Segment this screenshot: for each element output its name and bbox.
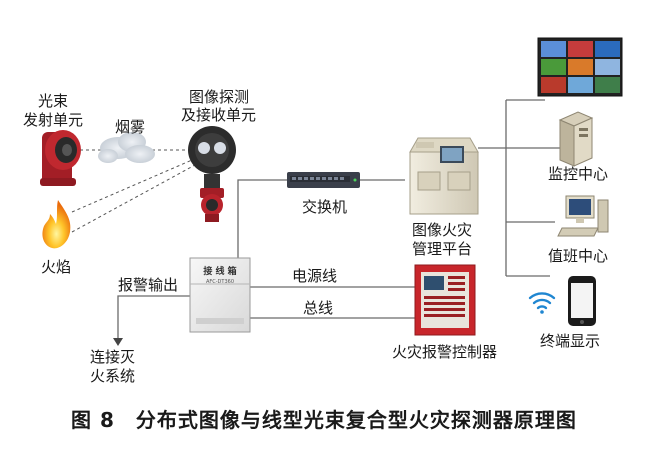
- connection-lines: [113, 99, 560, 346]
- image-detector-label-line1: 图像探测: [189, 88, 250, 106]
- alarm-output-line: [117, 295, 190, 342]
- smoke-cloud: [98, 132, 155, 163]
- linkage-system-label-line2: 火系统: [90, 367, 136, 385]
- alarm-output-label: 报警输出: [118, 276, 179, 294]
- junction-box-device: 接 线 箱 AFC-DT360: [189, 257, 251, 333]
- platform-label-line2: 管理平台: [412, 240, 473, 258]
- wifi-icon: [528, 292, 556, 314]
- network-switch-device: [287, 172, 360, 188]
- flame-label: 火焰: [41, 258, 72, 276]
- bus-line-label: 总线: [303, 299, 334, 317]
- terminal-display-label: 终端显示: [540, 332, 601, 350]
- detector-switch-link: [237, 179, 287, 258]
- junction-box-title: 接 线 箱: [203, 265, 236, 277]
- beam-emitter-label-line2: 发射单元: [23, 111, 84, 129]
- switch-label: 交换机: [302, 198, 348, 216]
- monitor-center-server: [558, 111, 594, 167]
- duty-center-label: 值班中心: [548, 247, 609, 265]
- fire-controller-label: 火灾报警控制器: [392, 343, 498, 361]
- smartphone-icon: [568, 276, 596, 326]
- image-detector-device: [188, 126, 236, 222]
- flame-icon: [42, 200, 71, 249]
- platform-console-device: [409, 137, 479, 215]
- fire-controller-device: [414, 264, 476, 336]
- monitor-center-label: 监控中心: [548, 165, 609, 183]
- junction-box-model: AFC-DT360: [206, 279, 234, 285]
- smoke-label: 烟雾: [115, 118, 146, 136]
- linkage-system-label-line1: 连接灭: [90, 348, 136, 366]
- beam-emitter-label-line1: 光束: [38, 92, 69, 110]
- alarm-arrow: [113, 338, 123, 346]
- detection-beams: [71, 149, 196, 233]
- power-line-label: 电源线: [292, 267, 338, 285]
- duty-center-computer: [557, 195, 609, 237]
- platform-label-line1: 图像火灾: [412, 221, 473, 239]
- beam-emitter-device: [40, 130, 81, 186]
- figure-caption: 图 8 分布式图像与线型光束复合型火灾探测器原理图: [71, 408, 577, 432]
- video-wall-monitor: [537, 37, 623, 97]
- image-detector-label-line2: 及接收单元: [181, 106, 257, 124]
